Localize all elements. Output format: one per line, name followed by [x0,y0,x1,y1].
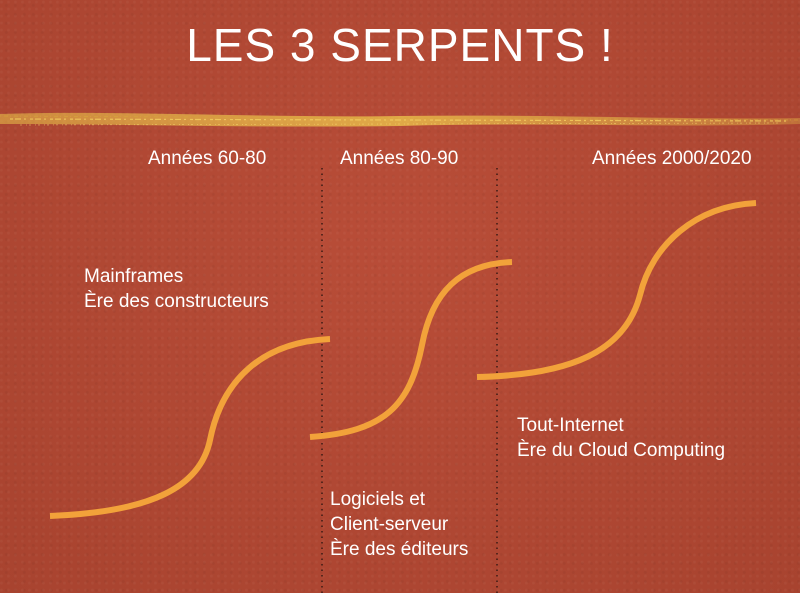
brush-stroke-divider [0,112,800,127]
s-curve-client-server [309,259,513,440]
era-desc-line: Mainframes [84,266,184,287]
era-heading-60-80: Années 60-80 [148,148,267,169]
era-desc-line: Ère des éditeurs [330,539,469,560]
era-description-mainframes: Mainframes Ère des constructeurs [84,264,269,314]
era-desc-line: Ère des constructeurs [84,291,269,312]
era-heading-2000-2020: Années 2000/2020 [592,148,752,169]
era-desc-line: Client-serveur [330,514,449,535]
slide-title: LES 3 SERPENTS ! [186,19,614,71]
s-curve-mainframes [49,336,331,519]
era-description-cloud: Tout-Internet Ère du Cloud Computing [517,413,725,463]
era-heading-80-90: Années 80-90 [340,148,459,169]
s-curve-cloud [476,200,757,380]
era-desc-line: Ère du Cloud Computing [517,440,726,461]
era-description-client-server: Logiciels et Client-serveur Ère des édit… [330,487,468,562]
era-desc-line: Logiciels et [330,489,426,510]
era-desc-line: Tout-Internet [517,415,624,436]
